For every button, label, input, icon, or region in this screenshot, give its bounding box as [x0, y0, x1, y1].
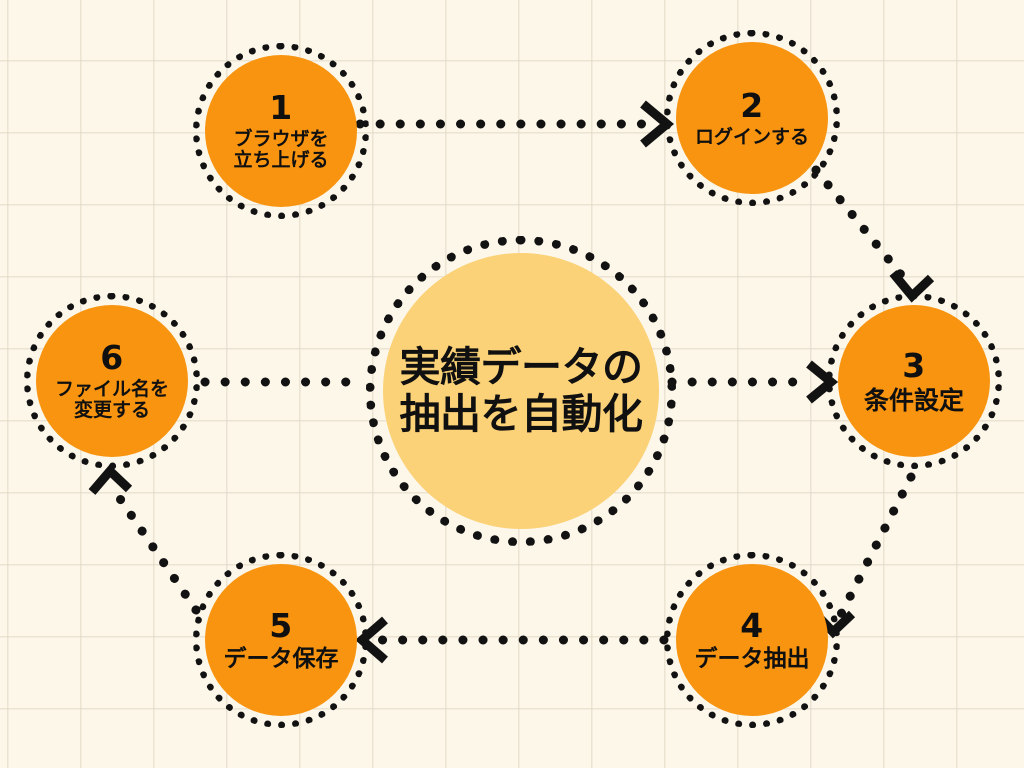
arrowhead-5-to-6: [88, 464, 133, 495]
step-node-6[interactable]: 6 ファイル名を 変更する: [36, 305, 188, 457]
edge-3-to-4: [831, 472, 916, 629]
center-node[interactable]: 実績データの 抽出を自動化: [383, 253, 659, 529]
step-4-number: 4: [740, 606, 764, 645]
step-1-label-line-1: ブラウザを: [233, 127, 329, 150]
step-1-number: 1: [269, 87, 293, 127]
step-3-label-line-1: 条件設定: [863, 386, 964, 415]
center-node-title-line-2: 抽出を自動化: [399, 390, 644, 438]
step-4-label-line-1: データ抽出: [694, 646, 810, 672]
edge-2-to-3: [811, 165, 916, 292]
step-6-number: 6: [100, 337, 124, 377]
center-node-title-line-1: 実績データの: [399, 343, 644, 392]
step-5-number: 5: [269, 606, 293, 645]
step-1-ring: [193, 43, 369, 219]
step-3-number: 3: [902, 346, 926, 385]
step-2-label-line-1: ログインする: [694, 126, 809, 148]
step-node-5[interactable]: 5 データ保存: [205, 564, 357, 716]
step-node-2[interactable]: 2 ログインする: [676, 42, 828, 194]
edge-5-to-6: [107, 482, 201, 615]
step-2-number: 2: [740, 86, 764, 125]
step-5-label-line-1: データ保存: [223, 646, 339, 672]
step-node-4[interactable]: 4 データ抽出: [676, 564, 828, 716]
center-node-ring: [366, 236, 676, 546]
step-node-3[interactable]: 3 条件設定: [838, 305, 990, 457]
step-6-label-line-1: ファイル名を: [54, 377, 169, 400]
step-node-1[interactable]: 1 ブラウザを 立ち上げる: [205, 55, 357, 207]
step-1-label-line-2: 立ち上げる: [233, 149, 329, 171]
step-6-label-line-2: 変更する: [73, 399, 150, 421]
